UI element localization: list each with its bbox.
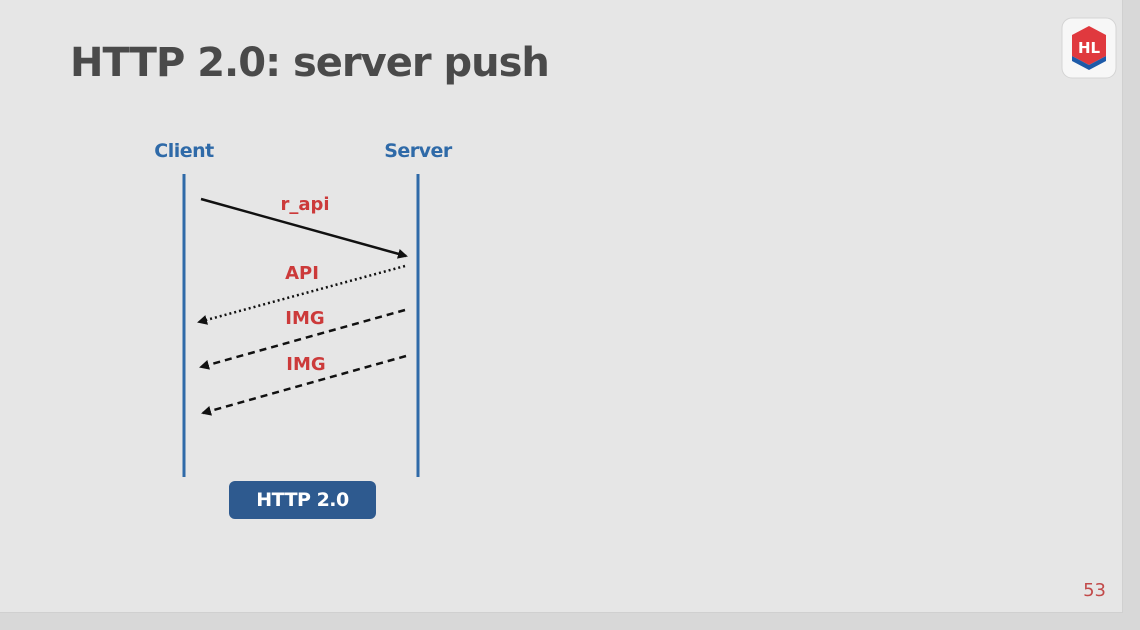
api-response-label: API	[285, 263, 319, 284]
img-push-label-2: IMG	[286, 354, 325, 375]
page-title: HTTP 2.0: server push	[70, 40, 550, 86]
request-label: r_api	[280, 194, 329, 215]
protocol-badge: HTTP 2.0	[229, 481, 376, 519]
logo-text: HL	[1078, 39, 1101, 57]
request-arrow	[200, 197, 408, 259]
img-push-label-1: IMG	[285, 308, 324, 329]
client-label: Client	[154, 140, 214, 162]
highload-logo-icon: HL	[1061, 17, 1117, 79]
slide: HTTP 2.0: server push HL Client Server r…	[0, 0, 1123, 613]
slide-number: 53	[1083, 580, 1106, 601]
server-label: Server	[384, 140, 453, 162]
sequence-diagram: Client Server r_api API IMG IMG	[154, 140, 453, 477]
api-response-arrow	[197, 264, 406, 325]
